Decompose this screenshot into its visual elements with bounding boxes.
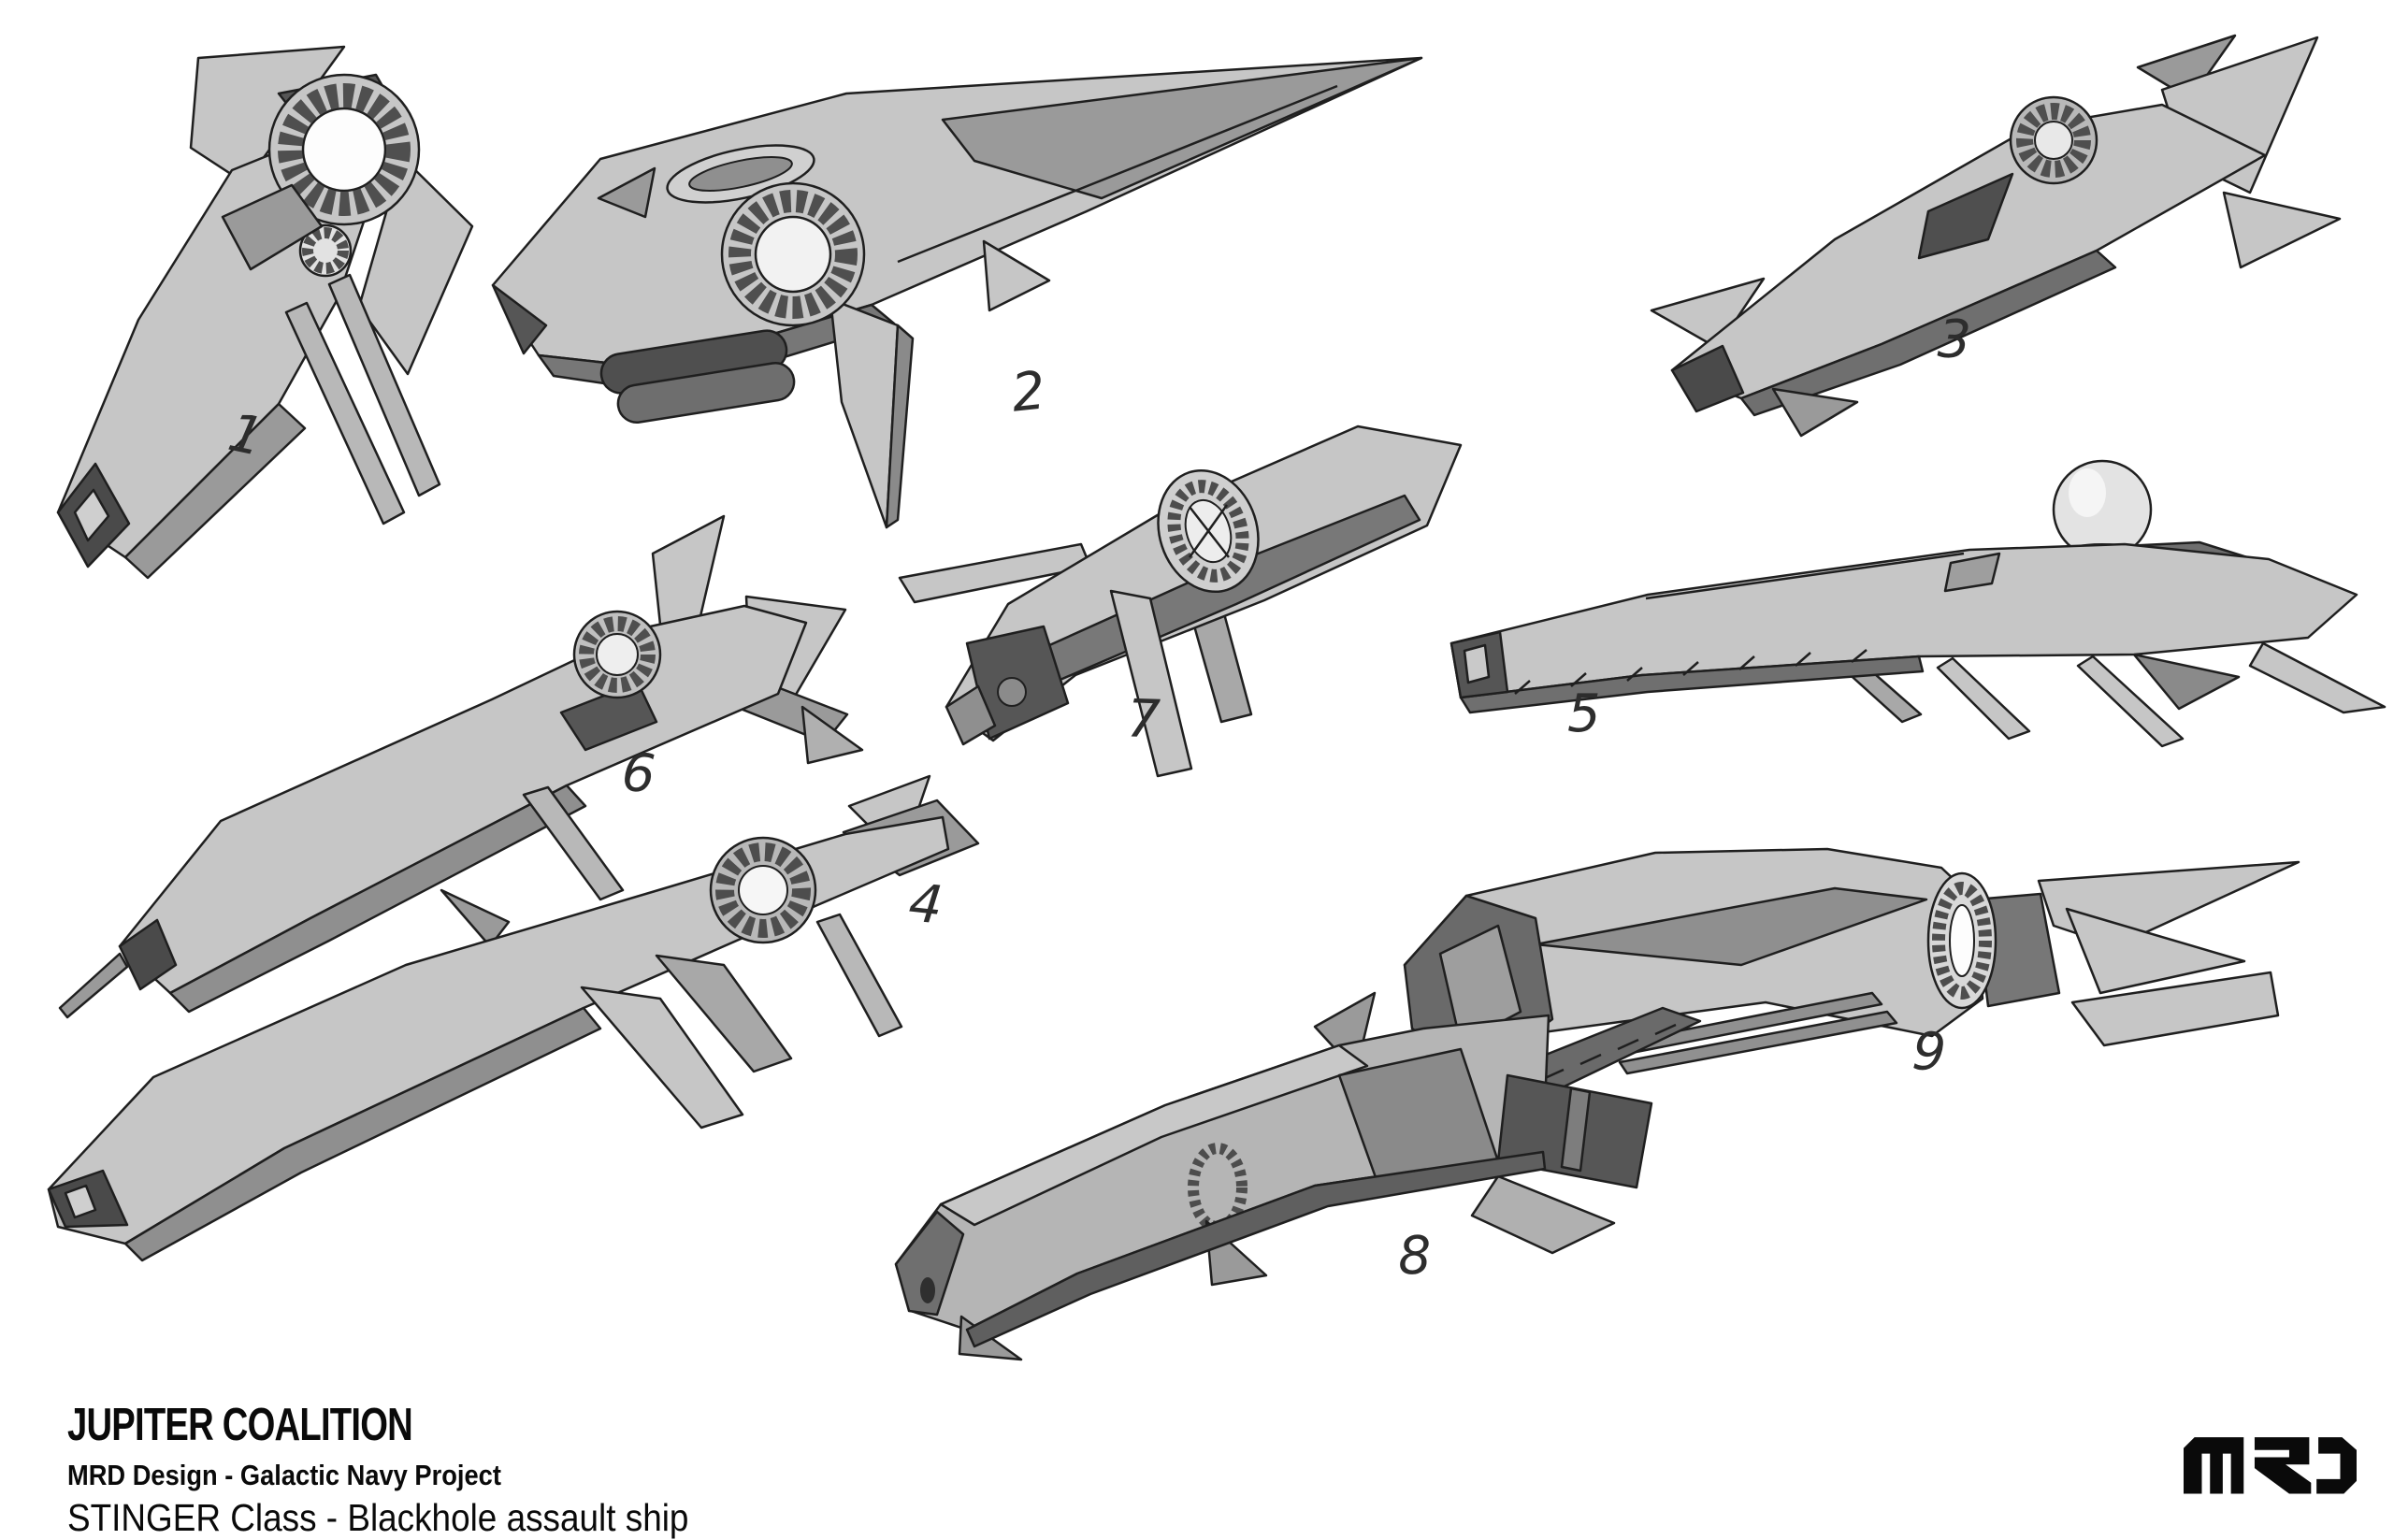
ship-sketch-1 [56,45,474,580]
ship-sketch-5 [1449,459,2387,748]
ship-number-9: 9 [1910,1020,1948,1085]
ship-number-8: 8 [1396,1225,1433,1288]
ship-number-3: 3 [1936,309,1972,371]
ship-sketch-3 [1650,34,2342,438]
ship-sketch-7 [898,425,1463,778]
ship-number-6: 6 [619,741,657,806]
ship-class-title: STINGER Class - Blackhole assault ship [67,1496,689,1539]
ship-sketch-2 [491,56,1423,529]
ship-number-4: 4 [905,872,945,937]
ship-number-5: 5 [1567,684,1601,744]
ship-sketch-8 [894,991,1702,1361]
ship-number-7: 7 [1125,688,1161,751]
organization-title: JUPITER COALITION [67,1400,413,1450]
project-subtitle: MRD Design - Galactic Navy Project [67,1459,501,1491]
ship-sketch-4 [47,774,980,1262]
ship-number-2: 2 [1008,360,1048,425]
mrd-logo [2184,1437,2357,1494]
title-block: JUPITER COALITION MRD Design - Galactic … [67,1399,757,1540]
ship-sketch-6 [58,514,864,1019]
ship-sketch-9 [1403,847,2300,1075]
